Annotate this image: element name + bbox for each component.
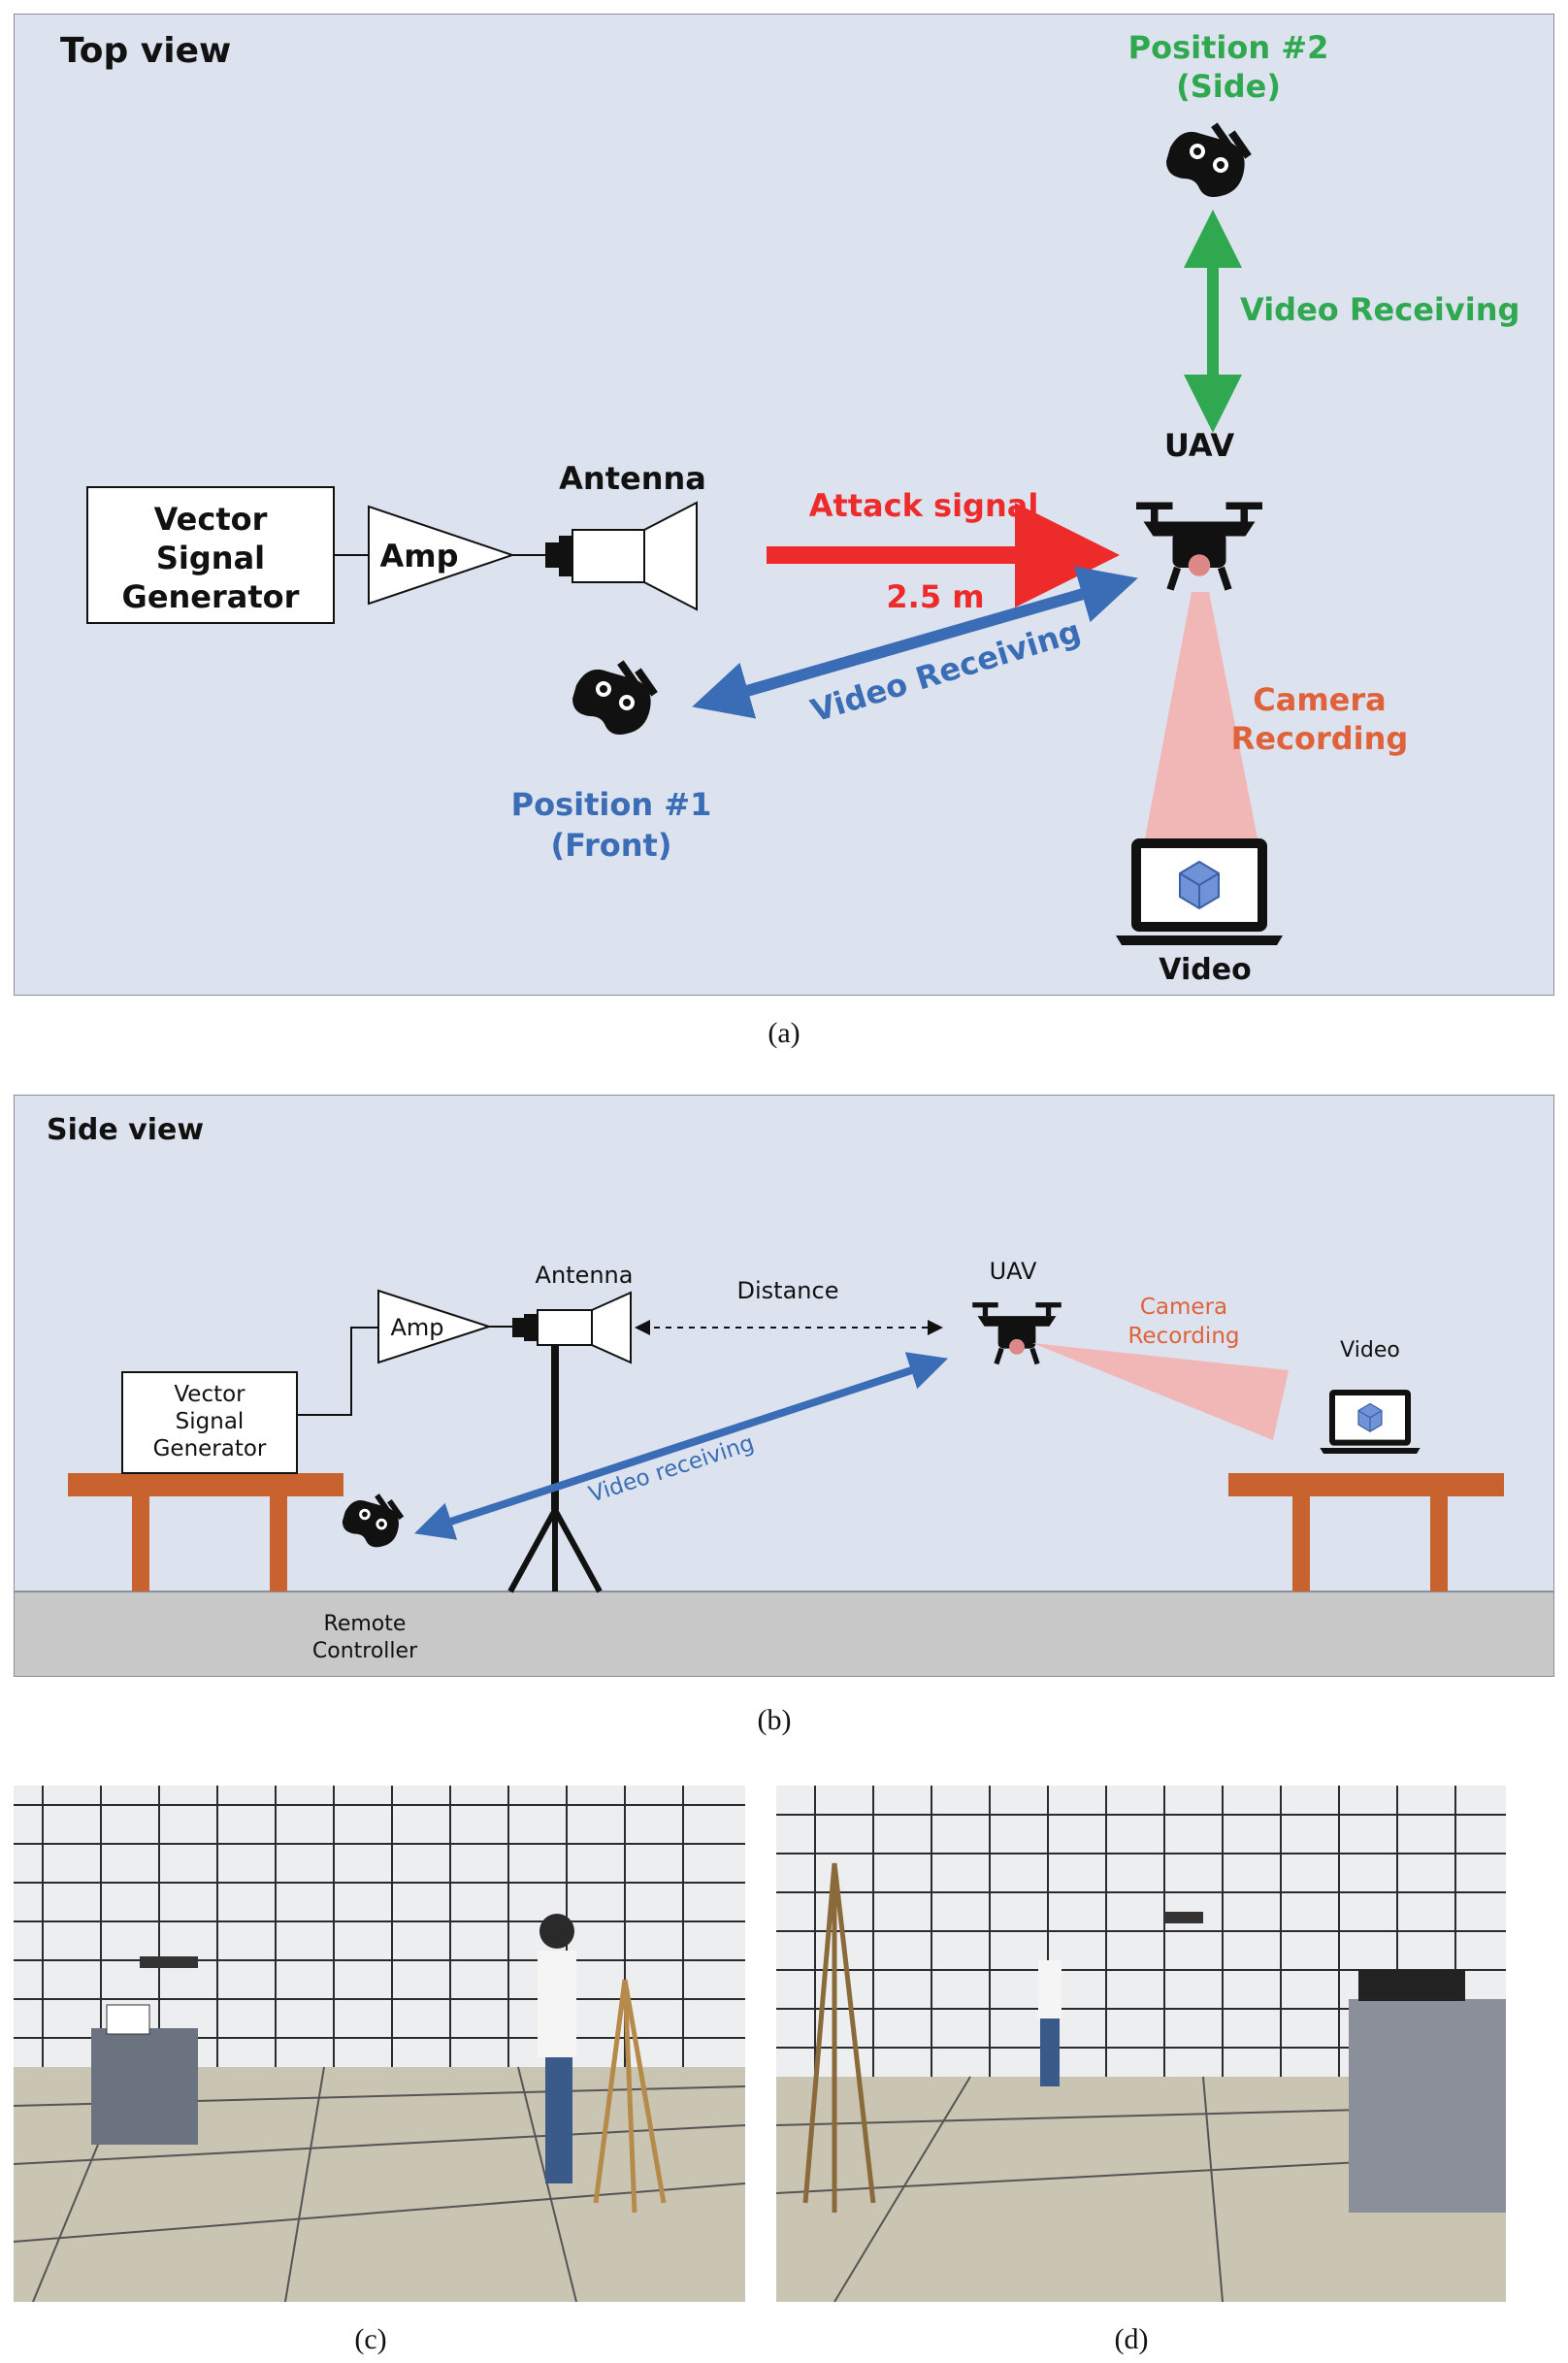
remote-controller-label-1: Remote xyxy=(324,1612,407,1636)
side-view-title: Side view xyxy=(47,1113,204,1147)
antenna-body xyxy=(537,1309,593,1346)
amp-triangle xyxy=(377,1289,493,1364)
photo-side-setup xyxy=(776,1786,1506,2302)
video-label: Video xyxy=(1340,1338,1400,1362)
caption-a: (a) xyxy=(768,1017,800,1049)
uav-label: UAV xyxy=(1164,427,1235,464)
vsg-label-2: Signal xyxy=(156,540,265,576)
camera-label-1: Camera xyxy=(1253,681,1387,718)
amp-label: Amp xyxy=(379,538,458,574)
vsg-label-3: Generator xyxy=(153,1436,267,1461)
left-table-top xyxy=(68,1473,343,1496)
side-view-diagram: Side view Vector Signal Generator Amp An… xyxy=(14,1095,1554,1677)
antenna-connector xyxy=(545,542,559,568)
vsg-box xyxy=(121,1371,298,1474)
attack-signal-label: Attack signal xyxy=(809,487,1039,524)
top-view-diagram: Top view Vector Signal Generator Amp Ant… xyxy=(14,14,1554,996)
right-table-top xyxy=(1228,1473,1504,1496)
position1-label-2: (Front) xyxy=(551,827,672,864)
uav-drone-icon xyxy=(972,1302,1062,1365)
vsg-label-1: Vector xyxy=(174,1382,245,1407)
vsg-label-1: Vector xyxy=(154,501,268,538)
video-receiving-front-arrow xyxy=(692,566,1138,719)
top-view-title: Top view xyxy=(60,31,231,71)
antenna-connector xyxy=(512,1318,524,1337)
vsg-label-3: Generator xyxy=(122,578,300,615)
caption-b: (b) xyxy=(757,1704,792,1736)
left-table-leg-2 xyxy=(270,1496,287,1592)
distance-label: 2.5 m xyxy=(886,578,984,615)
remote-controller-label-2: Controller xyxy=(312,1639,418,1663)
floor xyxy=(14,1591,1554,1677)
antenna-body xyxy=(572,529,645,583)
laptop-icon xyxy=(1320,1390,1421,1454)
vector-signal-generator-box xyxy=(86,486,335,624)
position1-label-1: Position #1 xyxy=(511,786,712,823)
position2-label-1: Position #2 xyxy=(1128,29,1329,66)
video-label: Video xyxy=(1159,953,1251,987)
remote-controller-icon xyxy=(342,1493,405,1548)
antenna-label: Antenna xyxy=(559,460,706,497)
position2-label-2: (Side) xyxy=(1176,68,1281,105)
camera-label-2: Recording xyxy=(1127,1324,1239,1349)
photo-front-setup xyxy=(14,1786,745,2302)
laptop-icon xyxy=(1115,837,1284,946)
vsg-amp-cable xyxy=(297,1327,378,1416)
amp-triangle xyxy=(368,505,516,606)
camera-beam xyxy=(1145,592,1258,838)
uav-label: UAV xyxy=(990,1258,1037,1285)
camera-beam xyxy=(1032,1343,1289,1440)
video-receiving-arrow xyxy=(413,1352,949,1540)
antenna-label: Antenna xyxy=(536,1262,634,1289)
camera-label-1: Camera xyxy=(1140,1295,1227,1320)
right-table-leg-1 xyxy=(1292,1496,1310,1592)
right-table-leg-2 xyxy=(1430,1496,1448,1592)
amp-label: Amp xyxy=(390,1314,443,1341)
vsg-label-2: Signal xyxy=(176,1409,245,1434)
distance-label: Distance xyxy=(737,1277,839,1304)
left-table-leg-1 xyxy=(132,1496,149,1592)
camera-label-2: Recording xyxy=(1231,720,1409,757)
caption-d: (d) xyxy=(1114,2323,1149,2355)
video-receiving-side-label: Video Receiving xyxy=(1240,291,1519,328)
caption-c: (c) xyxy=(354,2323,387,2355)
